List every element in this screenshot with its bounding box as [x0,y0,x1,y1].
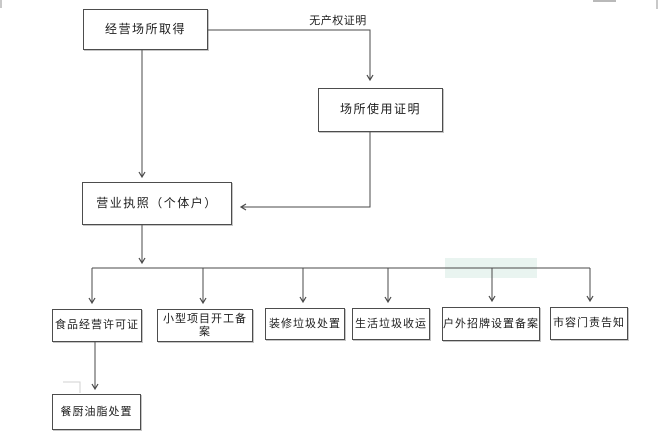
node-small-project-filing: 小型项目开工备案 [157,309,253,342]
node-renovation-waste-disposal: 装修垃圾处置 [265,308,345,340]
node-business-license: 营业执照（个体户） [82,182,232,225]
node-domestic-waste-collection: 生活垃圾收运 [352,308,430,340]
node-premises-acquisition: 经营场所取得 [83,9,208,50]
node-kitchen-grease-disposal: 餐厨油脂处置 [52,394,141,430]
node-food-business-permit: 食品经营许可证 [52,309,142,342]
node-outdoor-signboard-filing: 户外招牌设置备案 [442,307,540,341]
scan-corner-artifact [63,381,81,393]
edge-usage-cert-to-license [239,132,371,211]
edge-label-no-property-certificate: 无产权证明 [309,14,367,27]
scan-mark-left-artifact [0,0,2,8]
node-venue-usage-certificate: 场所使用证明 [318,88,443,132]
edge-premises-to-usage-cert [208,29,374,82]
node-city-appearance-notice: 市容门责告知 [550,307,628,340]
scan-mark-right-artifact [656,0,658,9]
scan-bar-artifact [593,0,616,2]
